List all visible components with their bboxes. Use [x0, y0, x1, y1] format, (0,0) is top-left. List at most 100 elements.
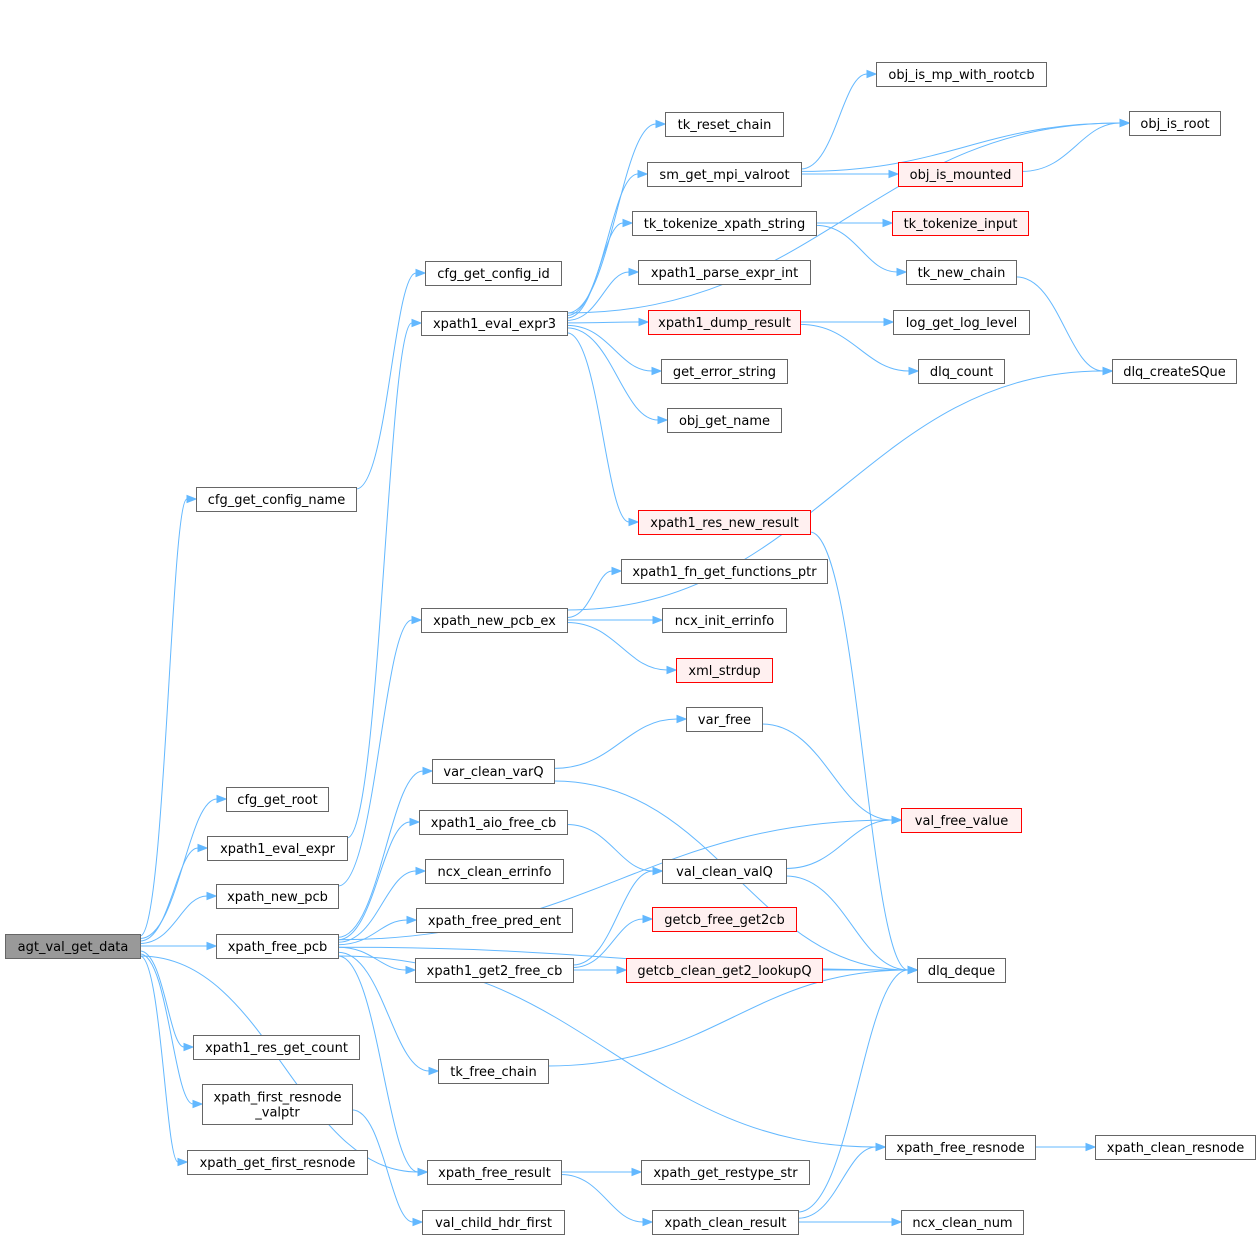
arrowhead-log-get-log-level [883, 317, 895, 327]
node-tk-new-chain[interactable]: tk_new_chain [906, 260, 1017, 285]
node-label: var_free [698, 713, 751, 728]
node-xpath-clean-resnode[interactable]: xpath_clean_resnode [1095, 1135, 1256, 1160]
edge-xpath-clean-result-to-dlq-deque [797, 969, 909, 1213]
node-val-child-hdr-first[interactable]: val_child_hdr_first [422, 1210, 565, 1235]
node-box [421, 311, 568, 336]
arrowhead-xpath-free-result [417, 1167, 429, 1177]
node-box [661, 359, 788, 384]
node-label: getcb_clean_get2_lookupQ [637, 964, 811, 979]
node-xpath1-eval-expr3[interactable]: xpath1_eval_expr3 [421, 311, 568, 336]
edge-xpath-new-pcb-to-xpath-new-pcb-ex [337, 619, 413, 887]
arrowhead-xpath-get-restype-str [631, 1167, 643, 1177]
node-box [901, 808, 1022, 833]
edge-tk-free-chain-to-dlq-deque [547, 969, 909, 1067]
node-xpath1-res-get-count[interactable]: xpath1_res_get_count [193, 1035, 360, 1060]
node-xpath1-res-new-result[interactable]: xpath1_res_new_result [638, 510, 811, 535]
node-var-clean-varq[interactable]: var_clean_varQ [432, 759, 555, 784]
node-box [1095, 1135, 1256, 1160]
node-label: xpath1_get2_free_cb [427, 964, 563, 979]
edge-xpath-free-result-to-xpath-clean-result [560, 1174, 644, 1223]
node-box [652, 907, 797, 932]
node-tk-free-chain[interactable]: tk_free_chain [438, 1059, 549, 1084]
node-box [876, 62, 1047, 87]
edge-xpath-free-pcb-to-tk-free-chain [337, 951, 430, 1072]
node-dlq-createsque[interactable]: dlq_createSQue [1112, 359, 1237, 384]
node-xpath-free-resnode[interactable]: xpath_free_resnode [885, 1135, 1036, 1160]
node-obj-get-name[interactable]: obj_get_name [667, 408, 782, 433]
node-xpath-get-restype-str[interactable]: xpath_get_restype_str [641, 1160, 810, 1185]
arrowhead-xpath1-res-get-count [183, 1042, 195, 1052]
node-xpath-clean-result[interactable]: xpath_clean_result [652, 1210, 799, 1235]
node-val-free-value[interactable]: val_free_value [901, 808, 1022, 833]
edge-xpath1-dump-result-to-dlq-count [799, 323, 910, 372]
node-tk-tokenize-xpath-string[interactable]: tk_tokenize_xpath_string [632, 211, 817, 236]
node-xpath-free-pred-ent[interactable]: xpath_free_pred_ent [416, 908, 573, 933]
node-obj-is-mounted[interactable]: obj_is_mounted [898, 162, 1023, 187]
arrowhead-sm-get-mpi-valroot [637, 169, 649, 179]
arrowhead-obj-get-name [657, 415, 669, 425]
node-agt-val-get-data[interactable]: agt_val_get_data [5, 934, 141, 959]
node-box [917, 958, 1006, 983]
node-xpath-free-pcb[interactable]: xpath_free_pcb [216, 934, 339, 959]
node-xpath-new-pcb-ex[interactable]: xpath_new_pcb_ex [421, 608, 568, 633]
arrowhead-xpath-get-first-resnode [177, 1157, 189, 1167]
arrowhead-ncx-clean-num [891, 1217, 903, 1227]
node-xpath1-fn-get-functions-ptr[interactable]: xpath1_fn_get_functions_ptr [621, 559, 828, 584]
arrowhead-xpath1-parse-expr-int [628, 267, 640, 277]
node-log-get-log-level[interactable]: log_get_log_level [893, 310, 1030, 335]
node-label: xpath_free_result [438, 1166, 551, 1181]
node-xpath-get-first-resnode[interactable]: xpath_get_first_resnode [187, 1150, 368, 1175]
node-xpath1-parse-expr-int[interactable]: xpath1_parse_expr_int [638, 260, 811, 285]
arrowhead-xpath-free-pred-ent [406, 915, 418, 925]
node-xpath1-dump-result[interactable]: xpath1_dump_result [648, 310, 801, 335]
node-ncx-clean-errinfo[interactable]: ncx_clean_errinfo [425, 859, 564, 884]
arrowhead-xpath-free-pcb [206, 941, 218, 951]
node-label: xpath_first_resnode [214, 1091, 342, 1106]
node-xpath-first-resnode-valptr[interactable]: xpath_first_resnode_valptr [202, 1084, 353, 1125]
node-dlq-deque[interactable]: dlq_deque [917, 958, 1006, 983]
node-tk-reset-chain[interactable]: tk_reset_chain [665, 112, 784, 137]
node-label: cfg_get_config_id [437, 267, 549, 282]
node-cfg-get-config-id[interactable]: cfg_get_config_id [425, 261, 562, 286]
edge-xpath1-res-new-result-to-dlq-deque [809, 531, 909, 971]
node-cfg-get-root[interactable]: cfg_get_root [226, 787, 329, 812]
node-get-error-string[interactable]: get_error_string [661, 359, 788, 384]
node-ncx-init-errinfo[interactable]: ncx_init_errinfo [662, 608, 787, 633]
node-box [202, 1084, 353, 1125]
node-obj-is-root[interactable]: obj_is_root [1129, 111, 1221, 136]
node-label: val_child_hdr_first [435, 1216, 552, 1231]
node-label: ncx_clean_errinfo [438, 865, 552, 880]
node-xpath1-get2-free-cb[interactable]: xpath1_get2_free_cb [415, 958, 574, 983]
node-sm-get-mpi-valroot[interactable]: sm_get_mpi_valroot [647, 162, 802, 187]
node-dlq-count[interactable]: dlq_count [918, 359, 1005, 384]
node-xml-strdup[interactable]: xml_strdup [676, 658, 773, 683]
node-var-free[interactable]: var_free [686, 707, 763, 732]
node-label: xml_strdup [688, 664, 760, 679]
node-ncx-clean-num[interactable]: ncx_clean_num [901, 1210, 1024, 1235]
node-label: xpath1_res_get_count [205, 1041, 348, 1056]
node-xpath-free-result[interactable]: xpath_free_result [427, 1160, 562, 1185]
node-xpath1-aio-free-cb[interactable]: xpath1_aio_free_cb [419, 810, 568, 835]
edge-tk-tokenize-xpath-string-to-tk-new-chain [815, 224, 898, 273]
node-box [662, 608, 787, 633]
node-getcb-free-get2cb[interactable]: getcb_free_get2cb [652, 907, 797, 932]
node-xpath-new-pcb[interactable]: xpath_new_pcb [216, 884, 339, 909]
node-box [641, 1160, 810, 1185]
edge-xpath-free-pcb-to-val-free-value [337, 819, 893, 941]
node-label: ncx_clean_num [912, 1216, 1012, 1231]
node-label: xpath1_res_new_result [650, 516, 799, 531]
node-getcb-clean-get2-lookupq[interactable]: getcb_clean_get2_lookupQ [626, 958, 823, 983]
node-box [415, 958, 574, 983]
node-xpath1-eval-expr[interactable]: xpath1_eval_expr [207, 836, 348, 861]
node-val-clean-valq[interactable]: val_clean_valQ [662, 859, 787, 884]
node-box [5, 934, 141, 959]
arrowhead-cfg-get-config-name [186, 494, 198, 504]
arrowhead-xpath-clean-resnode [1085, 1142, 1097, 1152]
node-label: getcb_free_get2cb [664, 913, 784, 928]
arrowhead-dlq-count [908, 366, 920, 376]
node-obj-is-mp-with-rootcb[interactable]: obj_is_mp_with_rootcb [876, 62, 1047, 87]
node-cfg-get-config-name[interactable]: cfg_get_config_name [196, 487, 357, 512]
node-box [676, 658, 773, 683]
node-box [216, 884, 339, 909]
node-tk-tokenize-input[interactable]: tk_tokenize_input [892, 211, 1029, 236]
